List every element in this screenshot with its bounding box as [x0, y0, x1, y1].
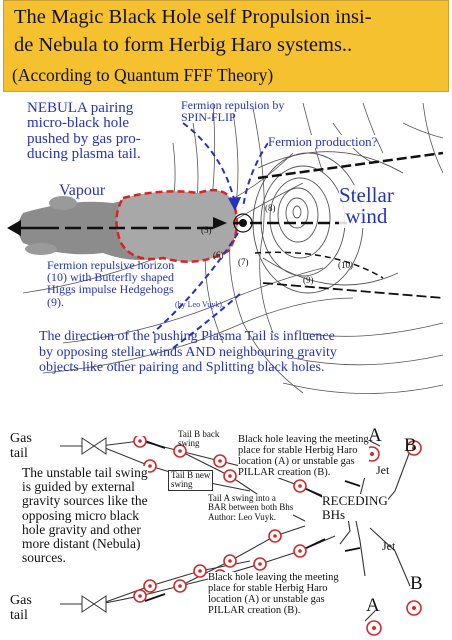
gas-tail-bottom-label: Gas tail [10, 593, 32, 623]
horizon-label: Fermion repulsive horizon (10) with Butt… [47, 258, 175, 309]
plasma-tail [18, 188, 239, 263]
field-numbers: (5) (6) (7) (8) (9) (10) [201, 203, 353, 285]
title-line-2: de Nebula to form Herbig Haro systems.. [14, 34, 353, 56]
tail-swing-diagram: Gas tail Tail B back swing Black hole le… [0, 426, 452, 640]
receding-bhs-label: RECEDING BHs [322, 493, 388, 522]
stellar-wind-label: Stellar wind [339, 183, 394, 229]
direction-label: The direction of the pushing Plasma Tail… [39, 329, 337, 376]
blue-arrow-head [228, 197, 241, 211]
field-number-5: (5) [201, 225, 212, 235]
field-number-6: (6) [213, 250, 224, 260]
credit-label: (by Leo Vuyk). [175, 300, 224, 309]
bh-leaving-bottom-label: Black hole leaving the meeting place for… [208, 572, 339, 617]
arrow-head-right [213, 217, 227, 229]
nebula-diagram: (5) (6) (7) (8) (9) (10) NEBULA pairing … [3, 93, 449, 435]
nebula-label: NEBULA pairing micro-black hole pushed b… [27, 100, 141, 162]
jet-bottom-label: Jet [382, 539, 396, 553]
fermion-production-label: Fermion production? [268, 134, 378, 149]
label-a-bottom: A [366, 595, 380, 616]
blue-pointers [152, 122, 269, 349]
tail-a-label: Tail A swing into a BAR between both Bhs… [208, 493, 294, 523]
title-banner: The Magic Black Hole self Propulsion ins… [3, 0, 449, 92]
field-number-7: (7) [238, 257, 249, 267]
unstable-swing-label: The unstable tail swing is guided by ext… [22, 465, 148, 566]
jet-top-label: Jet [376, 463, 390, 477]
bh-leaving-top-label: Black hole leaving the meeting place for… [238, 434, 369, 479]
field-number-8: (8) [265, 203, 276, 213]
field-number-10: (10) [338, 260, 353, 270]
field-number-9: (9) [303, 275, 314, 285]
vapour-label: Vapour [59, 182, 106, 199]
label-a-top: A [368, 425, 382, 446]
gas-tail-bowties [81, 437, 107, 613]
spin-flip-label: Fermion repulsion by SPIN-FLIP [181, 98, 285, 125]
title-line-1: The Magic Black Hole self Propulsion ins… [14, 6, 372, 28]
tail-b-back-label: Tail B back swing [178, 429, 220, 449]
label-b-bottom: B [410, 573, 423, 594]
label-b-top: B [404, 435, 417, 456]
title-subtitle: (According to Quantum FFF Theory) [12, 65, 274, 85]
tail-b-new-label: Tail B new swing [168, 470, 214, 491]
arrow-head-left [7, 220, 21, 236]
nebula-field-drawing: (5) (6) (7) (8) (9) (10) [7, 102, 444, 394]
gas-tail-top-label: Gas tail [10, 431, 32, 461]
